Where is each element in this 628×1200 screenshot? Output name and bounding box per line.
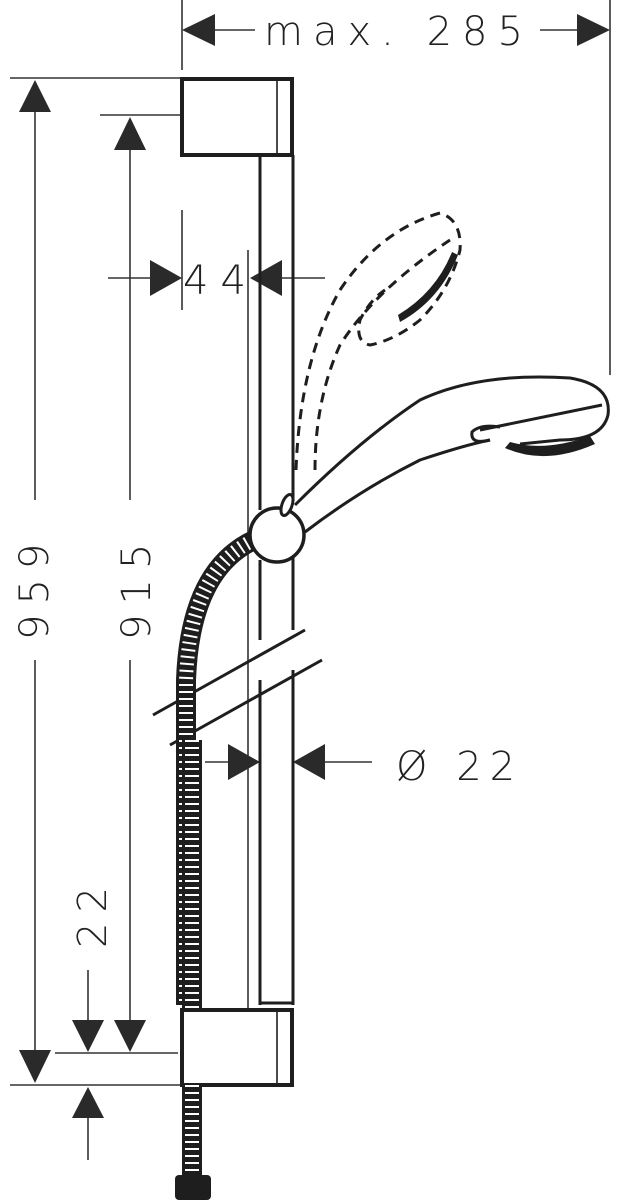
rail-diameter-dimension: Ø 22 xyxy=(205,744,523,790)
shower-rail xyxy=(258,155,295,1005)
max-width-dimension: max. 285 xyxy=(181,0,611,375)
rail-length-dimension: 915 xyxy=(100,114,180,1052)
bracket-offset-label: 22 xyxy=(70,877,116,948)
hose-nut xyxy=(175,1175,211,1200)
rail-length-label: 915 xyxy=(114,534,160,640)
top-wall-bracket xyxy=(180,77,294,157)
hand-shower xyxy=(293,375,610,534)
bracket-offset-dimension: 22 xyxy=(55,877,178,1160)
total-height-label: 959 xyxy=(12,534,58,640)
total-height-dimension: 959 xyxy=(10,77,180,1086)
rail-slider xyxy=(248,493,306,564)
shower-hose xyxy=(175,530,259,1200)
rail-diameter-label: Ø 22 xyxy=(396,744,523,790)
bottom-wall-bracket xyxy=(180,1008,294,1087)
max-width-label: max. 285 xyxy=(264,9,533,55)
wall-offset-label: 44 xyxy=(183,258,258,304)
wall-offset-dimension: 44 xyxy=(108,210,325,1010)
hand-shower-alternate-position xyxy=(294,211,462,471)
